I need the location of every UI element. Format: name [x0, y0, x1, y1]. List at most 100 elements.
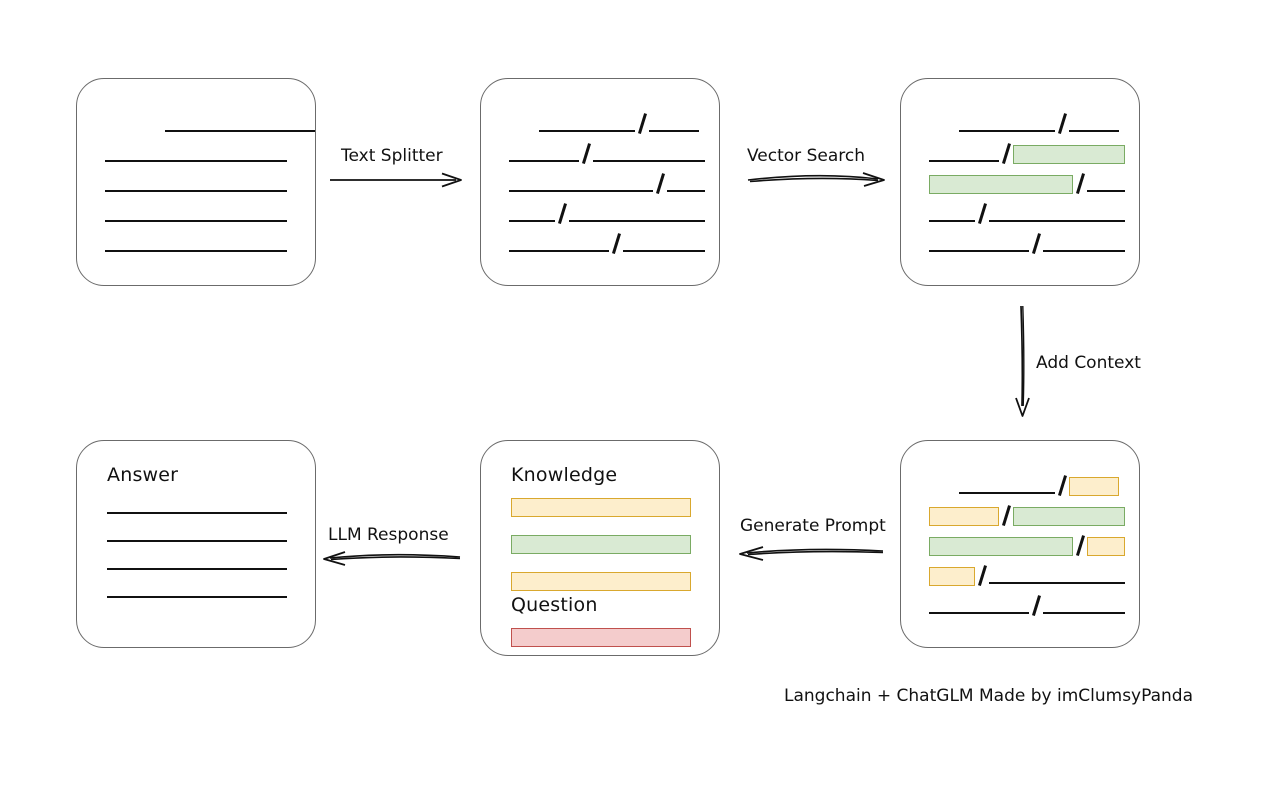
source-document-lines	[77, 79, 315, 285]
slash-separator	[1055, 114, 1069, 134]
split-document-lines	[481, 79, 719, 285]
document-line	[929, 566, 1125, 586]
document-line	[509, 204, 705, 224]
text-rule	[929, 598, 1029, 614]
text-rule	[509, 206, 555, 222]
document-line	[105, 204, 287, 224]
answer-text-rule	[107, 595, 287, 598]
document-line	[105, 144, 287, 164]
arrow-label-llm-response: LLM Response	[328, 525, 449, 545]
green-highlight-chip	[929, 174, 1073, 194]
yellow-highlight-chip	[1069, 476, 1119, 496]
slash-separator	[555, 204, 569, 224]
arrow-generate-prompt	[739, 546, 884, 561]
yellow-highlight-chip	[1087, 536, 1125, 556]
text-rule	[1043, 598, 1125, 614]
text-rule	[989, 206, 1125, 222]
document-line	[929, 174, 1125, 194]
document-line	[929, 144, 1125, 164]
document-line	[929, 204, 1125, 224]
question-red-bar	[511, 627, 691, 647]
arrow-label-vector-search: Vector Search	[747, 146, 865, 166]
slash-separator	[1073, 174, 1087, 194]
slash-separator	[1073, 536, 1087, 556]
answer-line-list	[107, 511, 287, 598]
text-rule	[105, 146, 287, 162]
prompt-box: Knowledge Question	[480, 440, 720, 656]
text-rule	[989, 568, 1125, 584]
arrow-vector-search	[747, 172, 885, 187]
slash-separator	[1029, 596, 1043, 616]
text-rule	[623, 236, 705, 252]
text-rule	[929, 236, 1029, 252]
text-rule	[105, 206, 287, 222]
text-rule	[539, 116, 635, 132]
question-title: Question	[511, 593, 598, 616]
document-line	[929, 596, 1125, 616]
document-line	[105, 174, 287, 194]
knowledge-green-bar	[511, 534, 691, 554]
arrow-label-text-splitter: Text Splitter	[341, 146, 443, 166]
document-line	[929, 476, 1119, 496]
green-highlight-chip	[1013, 506, 1125, 526]
green-highlight-chip	[1013, 144, 1125, 164]
slash-separator	[609, 234, 623, 254]
document-line	[509, 234, 705, 254]
split-document-box	[480, 78, 720, 286]
text-rule	[593, 146, 705, 162]
green-highlight-chip	[929, 536, 1073, 556]
text-rule	[1069, 116, 1119, 132]
slash-separator	[975, 204, 989, 224]
matched-chunks-box	[900, 78, 1140, 286]
document-line	[929, 234, 1125, 254]
text-rule	[105, 236, 287, 252]
arrow-label-add-context: Add Context	[1036, 353, 1141, 373]
matched-chunks-lines	[901, 79, 1139, 285]
slash-separator	[1055, 476, 1069, 496]
text-rule	[929, 206, 975, 222]
context-added-lines	[901, 441, 1139, 647]
document-line	[929, 114, 1119, 134]
text-rule	[105, 176, 287, 192]
arrow-text-splitter	[330, 172, 462, 188]
text-rule	[667, 176, 705, 192]
slash-separator	[999, 144, 1013, 164]
slash-separator	[999, 506, 1013, 526]
knowledge-yellow-bar	[511, 571, 691, 591]
slash-separator	[579, 144, 593, 164]
slash-separator	[653, 174, 667, 194]
text-rule	[959, 478, 1055, 494]
context-added-box	[900, 440, 1140, 648]
answer-title: Answer	[107, 464, 179, 486]
document-line	[929, 536, 1125, 556]
document-line	[105, 234, 287, 254]
prompt-panel: Knowledge Question	[481, 441, 719, 655]
answer-text-rule	[107, 539, 287, 542]
text-rule	[165, 116, 315, 132]
document-line	[105, 114, 315, 134]
knowledge-bar-list	[511, 497, 691, 591]
document-line	[509, 114, 699, 134]
arrow-add-context	[1015, 305, 1030, 417]
text-rule	[509, 176, 653, 192]
slash-separator	[635, 114, 649, 134]
document-line	[509, 174, 705, 194]
text-rule	[929, 146, 999, 162]
text-rule	[509, 236, 609, 252]
text-rule	[1043, 236, 1125, 252]
knowledge-title: Knowledge	[511, 464, 618, 486]
source-document-box	[76, 78, 316, 286]
answer-text-rule	[107, 511, 287, 514]
document-line	[509, 144, 705, 164]
knowledge-yellow-bar	[511, 497, 691, 517]
answer-box: Answer	[76, 440, 316, 648]
footer-credit: Langchain + ChatGLM Made by imClumsyPand…	[784, 686, 1193, 706]
text-rule	[649, 116, 699, 132]
answer-text-rule	[107, 567, 287, 570]
answer-panel: Answer	[77, 441, 315, 647]
slash-separator	[1029, 234, 1043, 254]
slash-separator	[975, 566, 989, 586]
arrow-llm-response	[323, 551, 461, 566]
question-bar-list	[511, 627, 691, 647]
